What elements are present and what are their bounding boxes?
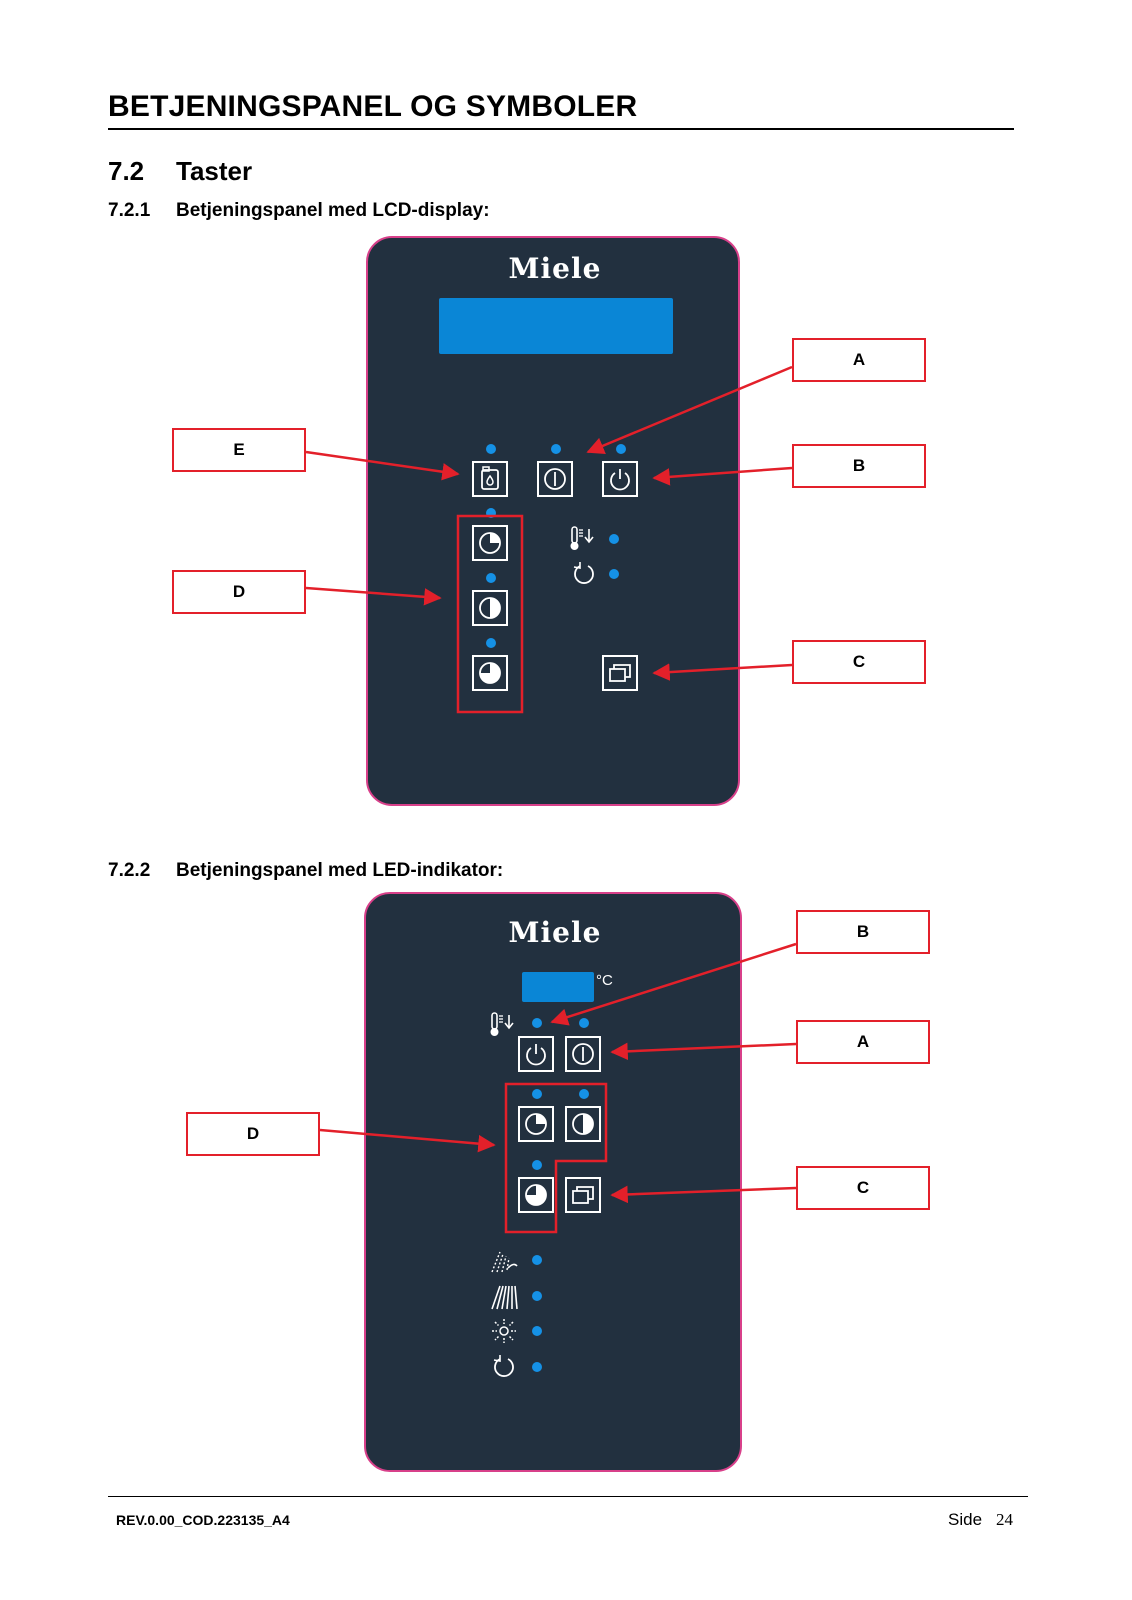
- led-indicator: [551, 444, 561, 454]
- program-3-button[interactable]: [518, 1177, 554, 1213]
- start-button[interactable]: [537, 461, 573, 497]
- temperature-display: [522, 972, 594, 1002]
- program-three-quarter-icon: [479, 662, 501, 684]
- led-control-panel: Miele °C: [364, 892, 742, 1472]
- windows-icon: [572, 1186, 594, 1204]
- footer-divider: [108, 1496, 1028, 1497]
- subsection-title-led: Betjeningspanel med LED-indikator:: [176, 860, 504, 881]
- detergent-canister-icon: [481, 466, 499, 490]
- program-half-icon: [479, 597, 501, 619]
- program-quarter-icon: [525, 1113, 547, 1135]
- led-indicator: [532, 1089, 542, 1099]
- start-icon: [572, 1043, 594, 1065]
- temperature-unit: °C: [596, 972, 613, 989]
- led-indicator: [532, 1018, 542, 1028]
- page-number: 24: [996, 1510, 1013, 1529]
- led-indicator: [609, 569, 619, 579]
- cycle-restart-icon: [573, 562, 594, 584]
- led-indicator: [486, 508, 496, 518]
- title-divider: [108, 128, 1014, 130]
- program-1-button[interactable]: [518, 1106, 554, 1142]
- subsection-title-lcd: Betjeningspanel med LCD-display:: [176, 200, 490, 221]
- lcd-display: [439, 298, 673, 354]
- window-button[interactable]: [602, 655, 638, 691]
- wash-spray-icon: [491, 1285, 518, 1310]
- miele-logo: Miele: [508, 252, 602, 285]
- start-icon: [544, 468, 566, 490]
- callout-a: A: [792, 338, 926, 382]
- led-indicator: [532, 1291, 542, 1301]
- led-indicator: [532, 1255, 542, 1265]
- cycle-restart-icon: [493, 1355, 514, 1377]
- callout-e: E: [172, 428, 306, 472]
- power-icon: [526, 1044, 546, 1066]
- led-indicator: [532, 1160, 542, 1170]
- windows-icon: [609, 664, 631, 682]
- lcd-control-panel: Miele: [366, 236, 740, 806]
- dosing-button[interactable]: [472, 461, 508, 497]
- page-title: BETJENINGSPANEL OG SYMBOLER: [108, 90, 638, 123]
- subsection-number-led: 7.2.2: [108, 860, 151, 881]
- miele-logo: Miele: [508, 916, 602, 949]
- led-indicator: [486, 444, 496, 454]
- section-title: Taster: [176, 156, 253, 186]
- start-button[interactable]: [565, 1036, 601, 1072]
- prewash-spray-icon: [491, 1251, 518, 1273]
- subsection-number-lcd: 7.2.1: [108, 200, 151, 221]
- led-indicator: [579, 1089, 589, 1099]
- power-button[interactable]: [518, 1036, 554, 1072]
- led-indicator: [532, 1362, 542, 1372]
- callout-c: C: [796, 1166, 930, 1210]
- program-3-button[interactable]: [472, 655, 508, 691]
- program-quarter-icon: [479, 532, 501, 554]
- power-icon: [610, 469, 630, 491]
- led-indicator: [486, 638, 496, 648]
- callout-d: D: [186, 1112, 320, 1156]
- drying-sun-icon: [492, 1319, 516, 1343]
- temperature-down-icon: [490, 1012, 514, 1036]
- callout-b: B: [796, 910, 930, 954]
- led-indicator: [486, 573, 496, 583]
- temperature-down-icon: [570, 526, 594, 550]
- section-number: 7.2: [108, 156, 145, 186]
- callout-a: A: [796, 1020, 930, 1064]
- program-2-button[interactable]: [472, 590, 508, 626]
- led-indicator: [579, 1018, 589, 1028]
- led-indicator: [616, 444, 626, 454]
- page-label: Side: [948, 1510, 983, 1529]
- callout-b: B: [792, 444, 926, 488]
- program-three-quarter-icon: [525, 1184, 547, 1206]
- led-indicator: [532, 1326, 542, 1336]
- program-2-button[interactable]: [565, 1106, 601, 1142]
- callout-d: D: [172, 570, 306, 614]
- document-code: REV.0.00_COD.223135_A4: [116, 1512, 290, 1528]
- window-button[interactable]: [565, 1177, 601, 1213]
- program-half-icon: [572, 1113, 594, 1135]
- program-1-button[interactable]: [472, 525, 508, 561]
- led-indicator: [609, 534, 619, 544]
- power-button[interactable]: [602, 461, 638, 497]
- callout-c: C: [792, 640, 926, 684]
